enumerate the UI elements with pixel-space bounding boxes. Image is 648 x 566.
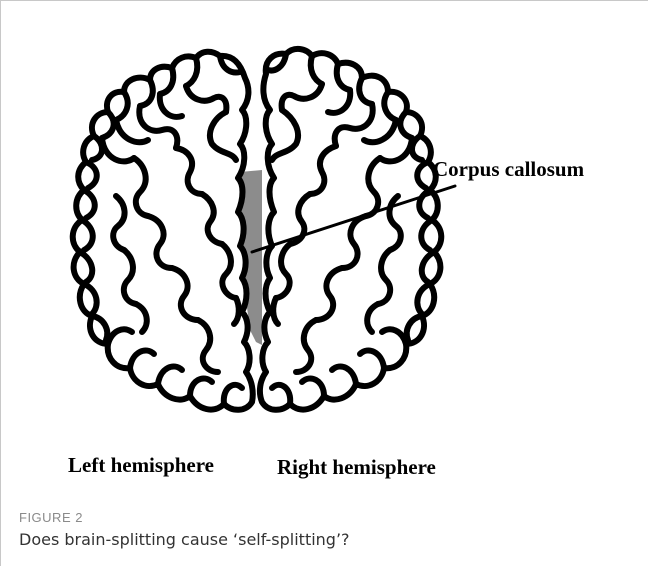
corpus-callosum-label: Corpus callosum — [433, 157, 584, 182]
figure-caption: Does brain-splitting cause ‘self-splitti… — [19, 530, 350, 549]
brain-diagram — [0, 0, 648, 470]
right-hemisphere-label: Right hemisphere — [277, 455, 436, 480]
left-hemisphere-label: Left hemisphere — [68, 453, 214, 478]
right-hemisphere — [260, 49, 441, 410]
left-hemisphere — [73, 52, 253, 410]
figure-number: FIGURE 2 — [19, 510, 83, 525]
